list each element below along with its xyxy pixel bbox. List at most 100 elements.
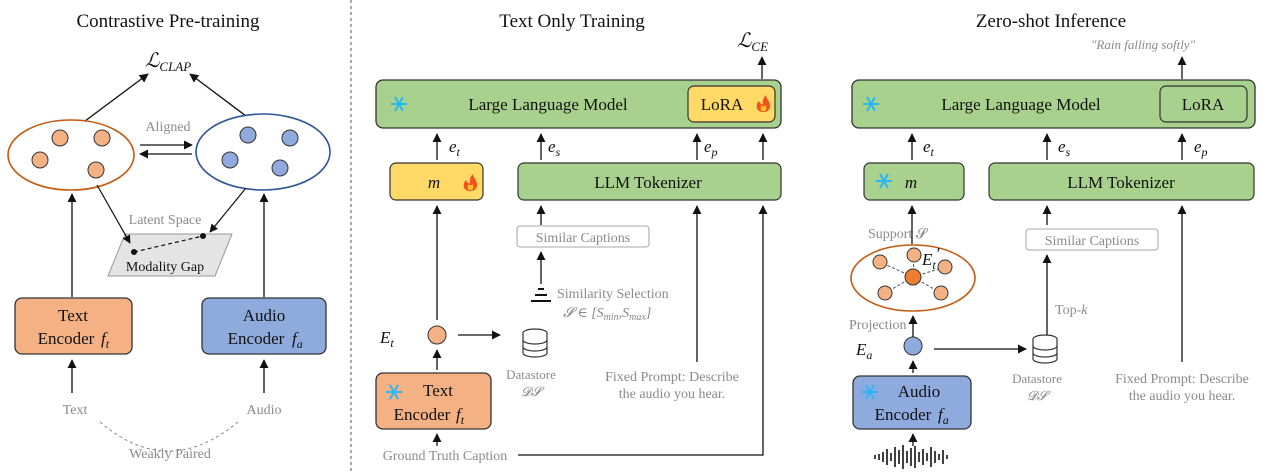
clap-loss-sub: CLAP	[159, 59, 191, 74]
similar-captions-label-infer: Similar Captions	[1045, 234, 1140, 249]
text-encoder-train-line2: Encoder	[394, 405, 451, 424]
text-encoder-train-symbol: ft	[456, 405, 465, 427]
llm-box-infer	[851, 79, 1256, 129]
text-input-label: Text	[63, 403, 88, 418]
mapping-m-box-infer	[863, 162, 965, 201]
lora-label-train: LoRA	[701, 95, 744, 114]
support-point	[877, 285, 893, 301]
modality-gap-label: Modality Gap	[126, 260, 204, 275]
support-point	[937, 259, 953, 275]
audio-encoder-symbol: fa	[292, 329, 303, 351]
latent-space-label: Latent Space	[129, 213, 202, 228]
mapping-m-box-train	[389, 162, 484, 201]
audio-embedding-point-infer	[903, 336, 923, 356]
panel-text-only-training: Text Only Training ℒCE Large Language Mo…	[375, 11, 782, 464]
audio-embedding-point	[281, 129, 299, 147]
fixed-prompt-train-1: Fixed Prompt: Describe	[605, 370, 739, 385]
weakly-paired-curve	[99, 421, 239, 452]
gt-to-tokenizer-line	[518, 205, 768, 456]
datastore-symbol-train: 𝓓𝓢	[521, 384, 545, 399]
fixed-prompt-infer-1: Fixed Prompt: Describe	[1115, 372, 1249, 387]
audio-encoder-infer-symbol: fa	[938, 405, 949, 427]
audio-to-latent-arrow	[209, 187, 247, 233]
projected-embedding-point	[904, 268, 922, 286]
lora-box-train	[687, 85, 776, 123]
panel2-title: Text Only Training	[499, 11, 645, 32]
support-point	[906, 247, 922, 263]
projection-label: Projection	[849, 318, 907, 333]
datastore-label-train: Datastore	[506, 367, 556, 382]
fixed-prompt-train-2: the audio you hear.	[619, 387, 726, 402]
datastore-symbol-infer: 𝓓𝓢	[1027, 388, 1051, 403]
datastore-icon-infer	[1032, 334, 1058, 364]
ground-truth-label: Ground Truth Caption	[383, 449, 507, 464]
text-encoder-symbol: ft	[101, 329, 110, 351]
lora-box-infer	[1159, 85, 1248, 123]
tokenizer-label-infer: LLM Tokenizer	[1067, 173, 1175, 192]
support-label: Support 𝓢	[868, 227, 929, 242]
ce-loss-label: ℒCE	[737, 30, 768, 54]
clap-loss-label: ℒCLAP	[145, 50, 191, 74]
audio-waveform-icon	[874, 445, 948, 469]
weakly-paired-label: Weakly Paired	[129, 447, 211, 462]
E-a-label: Ea	[855, 340, 872, 362]
E-t-prime-label: Et′	[921, 244, 940, 272]
llm-box-train	[375, 79, 782, 129]
latent-point-text	[131, 249, 137, 255]
m-label-train: m	[428, 173, 440, 192]
fixed-prompt-infer-2: the audio you hear.	[1129, 389, 1236, 404]
e-s-label-infer: es	[1058, 137, 1071, 159]
similar-captions-label-train: Similar Captions	[536, 231, 631, 246]
m-label-infer: m	[905, 173, 917, 192]
audio-embedding-point	[239, 126, 257, 144]
text-encoder-line2: Encoder	[38, 329, 95, 348]
audio-encoder-box-infer	[852, 375, 972, 430]
panel-contrastive-pretraining: Contrastive Pre-training ℒCLAP Aligned L…	[7, 11, 331, 462]
e-p-label-train: ep	[704, 137, 718, 159]
support-point	[872, 254, 888, 270]
audio-encoder-box	[201, 297, 327, 355]
similar-captions-box-train	[516, 225, 650, 248]
inference-output-label: "Rain falling softly"	[1091, 37, 1196, 52]
audio-input-label: Audio	[247, 403, 282, 418]
audio-embedding-cluster	[195, 113, 331, 191]
llm-label-train: Large Language Model	[468, 95, 628, 114]
latent-point-audio	[200, 233, 206, 239]
text-to-latent-arrow	[96, 184, 131, 244]
text-embedding-point	[87, 161, 105, 179]
e-t-label-train: et	[449, 137, 461, 159]
modality-gap-line	[133, 235, 204, 253]
topk-label: Top-k	[1055, 303, 1088, 318]
similar-captions-box-infer	[1025, 228, 1159, 251]
text-embedding-point	[93, 129, 111, 147]
datastore-icon-train	[522, 328, 548, 358]
tokenizer-box-train	[517, 162, 782, 201]
latent-space-plane	[107, 233, 233, 277]
clap-loss-main: ℒ	[145, 50, 160, 72]
text-encoder-line1: Text	[58, 306, 88, 325]
panel-zero-shot-inference: Zero-shot Inference "Rain falling softly…	[849, 11, 1256, 469]
audio-embedding-point	[221, 151, 239, 169]
text-encoder-train-line1: Text	[423, 381, 453, 400]
llm-label-infer: Large Language Model	[941, 95, 1101, 114]
panel1-title: Contrastive Pre-training	[76, 11, 260, 32]
E-t-label: Et	[379, 328, 394, 350]
tokenizer-label-train: LLM Tokenizer	[594, 173, 702, 192]
tokenizer-box-infer	[988, 162, 1255, 201]
text-encoder-box	[14, 297, 133, 355]
audio-embedding-point	[271, 159, 289, 177]
aligned-label: Aligned	[145, 120, 190, 135]
support-point	[933, 285, 949, 301]
e-p-label-infer: ep	[1194, 137, 1208, 159]
text-embedding-point	[51, 129, 69, 147]
s-range-label: 𝓢 ∈ [Smin,Smax]	[563, 306, 651, 323]
datastore-label-infer: Datastore	[1012, 371, 1062, 386]
panel3-title: Zero-shot Inference	[976, 11, 1126, 32]
e-t-label-infer: et	[923, 137, 935, 159]
audio-encoder-line2: Encoder	[228, 329, 285, 348]
audio-encoder-infer-line2: Encoder	[875, 405, 932, 424]
similarity-sort-icon	[531, 288, 551, 302]
audio-encoder-line1: Audio	[243, 306, 286, 325]
text-encoder-box-train	[375, 372, 492, 430]
